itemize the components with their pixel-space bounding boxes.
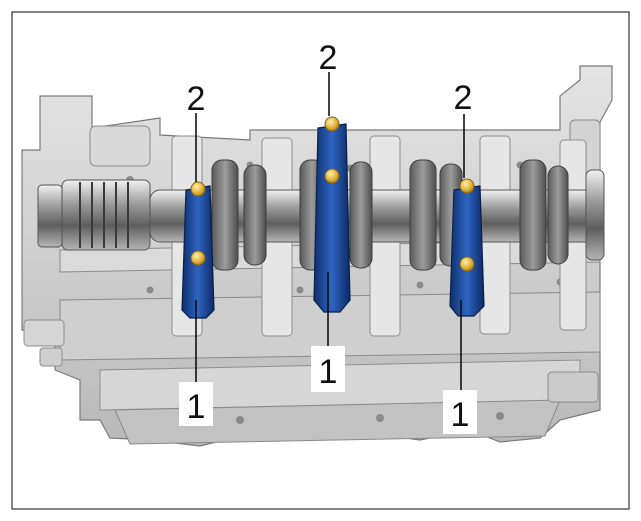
bolt-center-upper: [324, 116, 340, 132]
cap-bolts: [190, 116, 475, 272]
callout-label-cap-center: 1: [319, 353, 338, 391]
callout-label-bolt-center: 2: [319, 39, 338, 77]
crankshaft: [37, 159, 605, 271]
callout-label-cap-right: 1: [451, 396, 470, 434]
bolt-left-lower: [190, 250, 206, 266]
callout-box-1-right: [443, 390, 477, 434]
callout-box-1-left: [179, 382, 213, 426]
bearing-cap-right: [449, 185, 485, 317]
bolt-center-lower: [324, 168, 340, 184]
callout-label-bolt-right: 2: [454, 79, 473, 117]
callout-box-1-center: [311, 346, 345, 392]
leader-lines: [195, 72, 465, 390]
callout-label-cap-left: 1: [187, 388, 206, 426]
bolt-left-upper: [190, 181, 206, 197]
callout-label-bolt-left: 2: [187, 80, 206, 118]
bolt-right-upper: [459, 178, 475, 194]
bearing-cap-center: [313, 123, 351, 313]
bolt-right-lower: [459, 256, 475, 272]
